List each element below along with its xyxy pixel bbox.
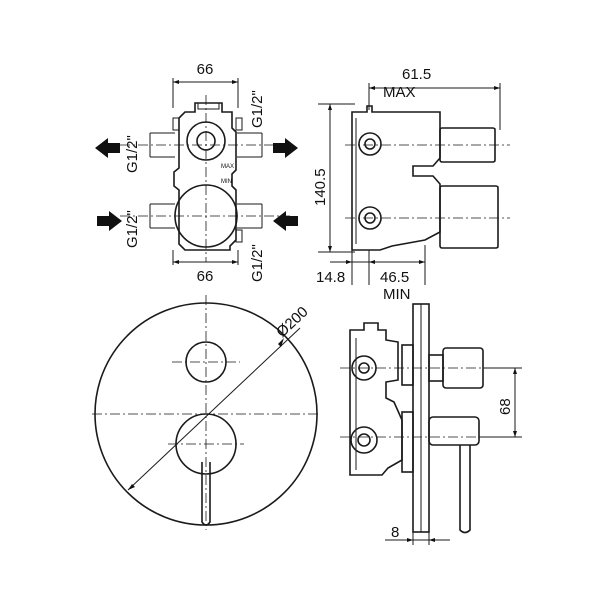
outlet-arrow-left-icon (95, 138, 120, 158)
inlet-arrow-left-icon (97, 211, 122, 231)
dim-depth-max: 61.5 (402, 66, 431, 83)
dim-depth-min: 46.5 (380, 269, 409, 286)
assembly-side-view: 68 8 (340, 303, 522, 545)
dim-min-label: MIN (383, 286, 411, 303)
dim-handle-spacing: 68 (497, 398, 514, 415)
outlet-arrow-right-icon (273, 138, 298, 158)
valve-body-front-view: 66 MAX MIN (95, 61, 298, 285)
dim-plate-thickness: 8 (391, 524, 399, 541)
inlet-arrow-right-icon (273, 211, 298, 231)
thread-label-left-lower: G1/2" (124, 210, 141, 248)
body-min-mark: MIN (221, 179, 232, 185)
dim-height: 140.5 (312, 168, 329, 206)
thread-label-bottom-right: G1/2" (249, 244, 266, 282)
dim-bottom-width: 66 (197, 268, 214, 285)
dim-top-width: 66 (197, 61, 214, 78)
dim-max-label: MAX (383, 84, 416, 101)
valve-body-side-view: 61.5 MAX 140.5 14.8 46.5 (312, 66, 510, 303)
body-max-mark: MAX (221, 164, 234, 170)
thread-label-left-upper: G1/2" (124, 135, 141, 173)
thread-label-top-right: G1/2" (249, 90, 266, 128)
dim-offset: 14.8 (316, 269, 345, 286)
cover-plate-front-view: Ø200 (92, 295, 320, 530)
